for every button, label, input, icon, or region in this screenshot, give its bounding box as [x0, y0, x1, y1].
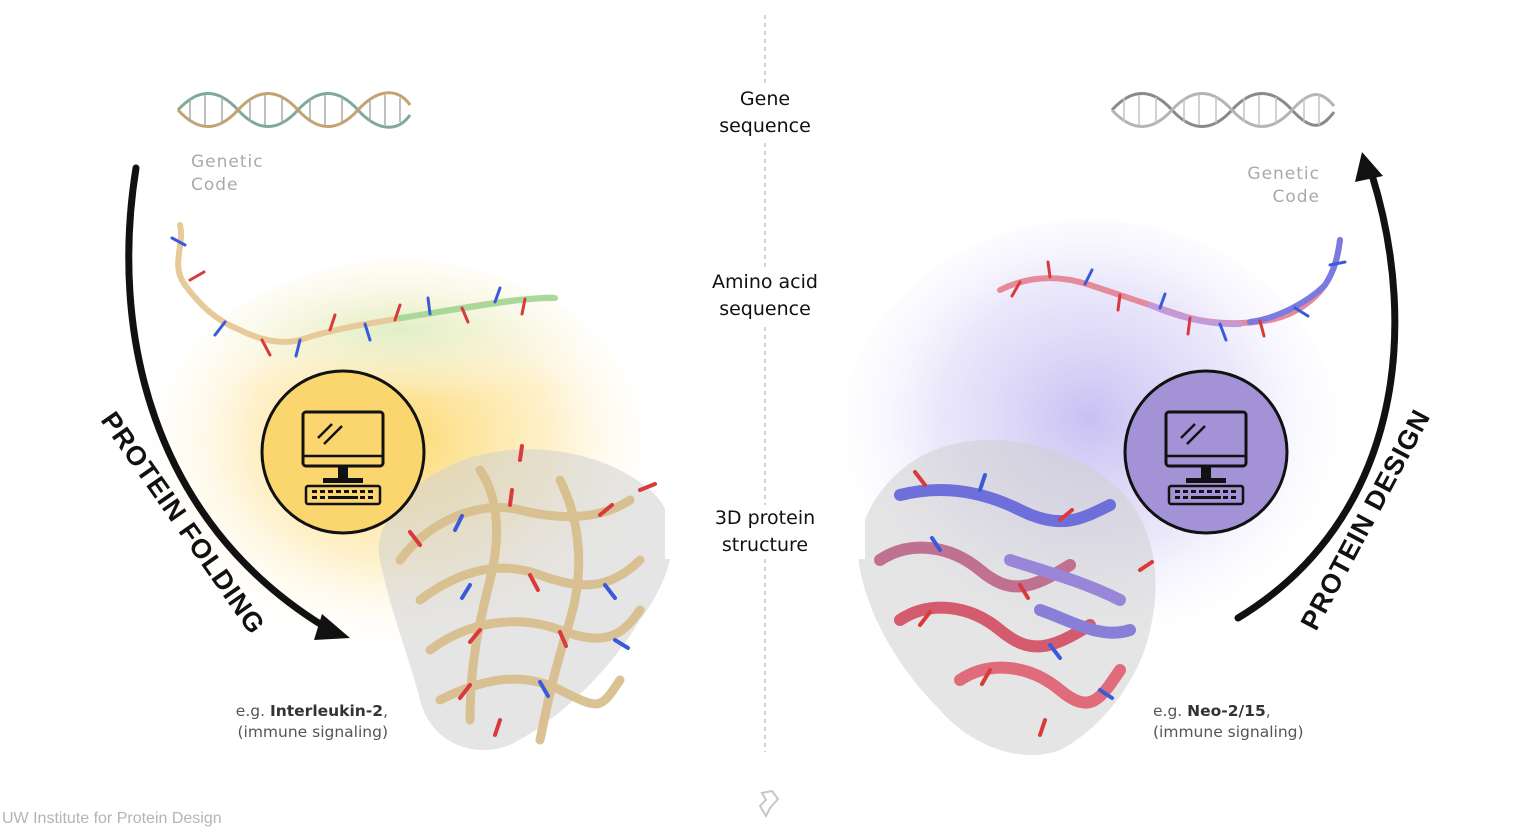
right-caption-line2: (immune signaling) — [1153, 723, 1304, 741]
amino-acid-sequence-label: Amino acid sequence — [665, 269, 865, 323]
left-caption-suffix: , — [383, 702, 388, 720]
right-arrow-head — [1355, 152, 1383, 182]
right-dna-helix — [1110, 92, 1336, 128]
ipd-logo-icon — [758, 789, 780, 819]
right-protein-structure — [858, 440, 1156, 756]
gene-sequence-label: Gene sequence — [665, 86, 865, 140]
right-caption: e.g. Neo-2/15, (immune signaling) — [1153, 701, 1333, 743]
left-protein-structure — [378, 444, 673, 750]
right-caption-name: Neo-2/15 — [1187, 702, 1266, 720]
gene-label-line1: Gene — [739, 88, 791, 110]
left-arrow-head — [314, 614, 350, 640]
left-genetic-line2: Code — [191, 175, 239, 195]
left-genetic-line1: Genetic — [191, 152, 264, 172]
left-genetic-code-label: Genetic Code — [191, 151, 264, 197]
footer-credit: UW Institute for Protein Design — [2, 810, 222, 827]
left-caption: e.g. Interleukin-2, (immune signaling) — [220, 701, 388, 743]
right-caption-prefix: e.g. — [1153, 702, 1183, 720]
right-genetic-line2: Code — [1272, 187, 1320, 207]
gene-label-line2: sequence — [719, 115, 811, 137]
amino-label-line1: Amino acid — [712, 271, 818, 293]
left-caption-line2: (immune signaling) — [237, 723, 388, 741]
left-amino-chain — [170, 222, 558, 358]
right-genetic-code-label: Genetic Code — [1220, 163, 1320, 209]
protein-structure-label: 3D protein structure — [665, 505, 865, 559]
structure-label-line2: structure — [721, 534, 809, 556]
right-computer-icon — [1123, 369, 1289, 535]
left-caption-prefix: e.g. — [235, 702, 266, 720]
left-computer-icon — [260, 369, 426, 535]
right-caption-suffix: , — [1265, 702, 1271, 720]
left-green-glow — [170, 260, 630, 400]
structure-label-line1: 3D protein — [714, 507, 816, 529]
left-dna-helix — [176, 91, 412, 129]
right-arc-arrow — [1234, 171, 1399, 622]
right-genetic-line1: Genetic — [1247, 164, 1320, 184]
amino-label-line2: sequence — [719, 298, 811, 320]
left-arc-arrow — [125, 164, 329, 631]
left-caption-name: Interleukin-2 — [269, 702, 384, 720]
right-amino-chain — [997, 237, 1347, 342]
